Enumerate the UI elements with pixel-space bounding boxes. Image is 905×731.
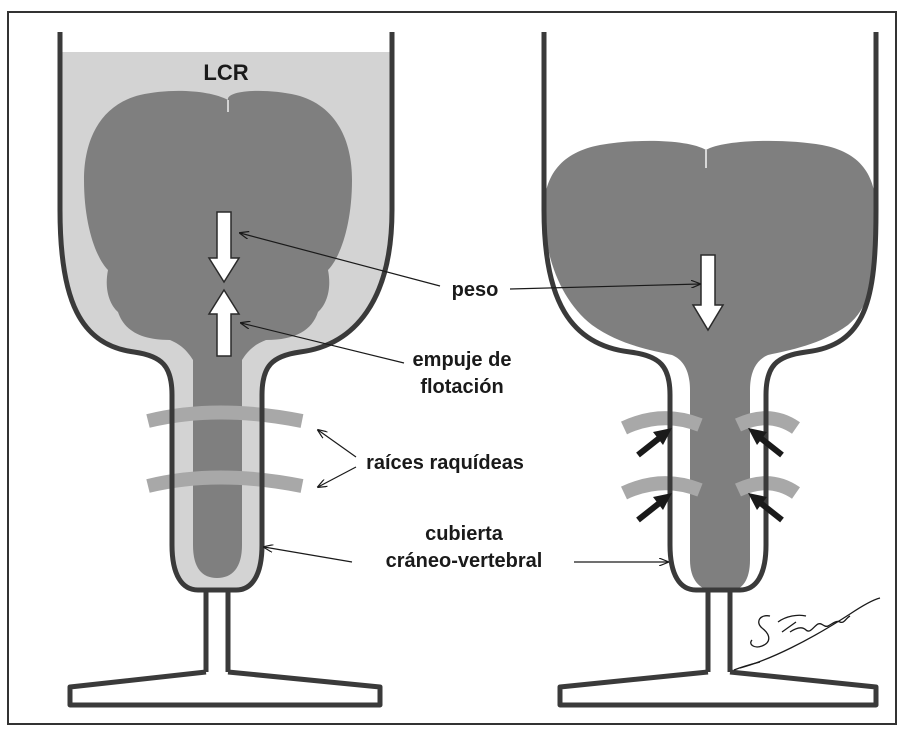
left-model (60, 32, 392, 705)
right-model (544, 32, 876, 705)
left-base (70, 672, 380, 705)
right-base (560, 672, 876, 705)
right-stem (708, 590, 730, 672)
label-csf: LCR (203, 60, 248, 85)
label-cover-line1: cubierta (425, 523, 504, 545)
label-spinal-roots: raíces raquídeas (366, 452, 524, 474)
label-buoyancy-line2: flotación (420, 376, 503, 398)
left-spinal-cord (193, 410, 242, 578)
label-buoyancy-line1: empuje de (413, 349, 512, 371)
leader-roots-lower (318, 467, 356, 487)
leader-cover-left (264, 547, 352, 562)
author-signature (734, 598, 880, 670)
right-root-upper-left (624, 418, 700, 428)
label-weight: peso (452, 279, 499, 301)
right-brain (544, 141, 876, 590)
right-root-lower-left (624, 483, 700, 493)
label-cover-line2: cráneo-vertebral (386, 550, 543, 572)
left-stem (206, 590, 228, 672)
leader-roots-upper (318, 430, 356, 457)
